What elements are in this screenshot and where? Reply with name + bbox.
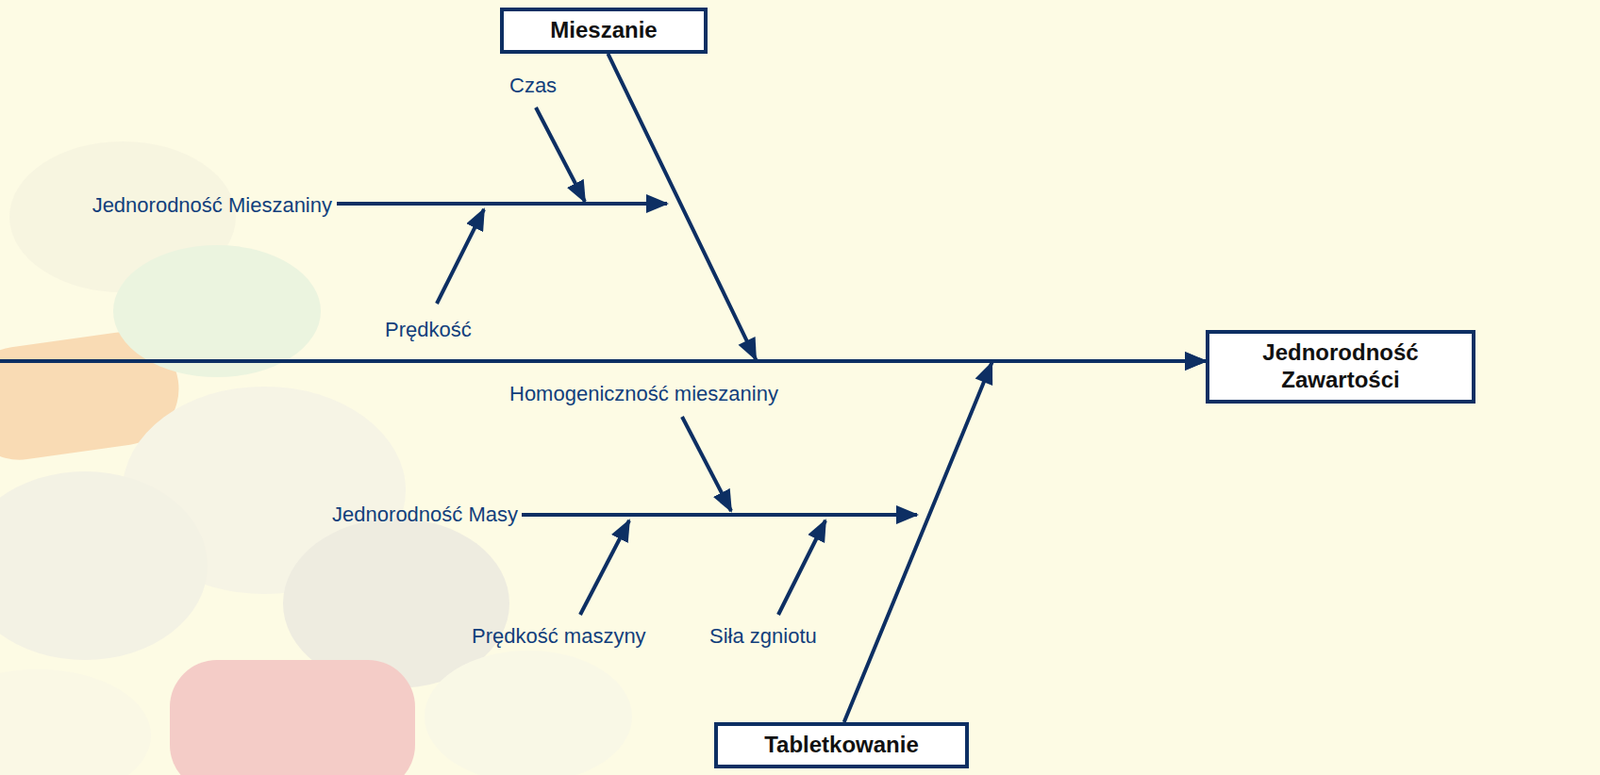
cause-arrow [580, 520, 630, 616]
tablet [424, 650, 633, 775]
join-arrowhead [975, 361, 994, 386]
cause-label: Homogeniczność mieszaniny [509, 382, 779, 407]
tablet [0, 669, 151, 775]
box-title: Jednorodność Zawartości [1220, 339, 1461, 395]
tablet [0, 471, 208, 661]
cause-label: Jednorodność Masy [332, 502, 518, 528]
cause-label: Prędkość maszyny [471, 624, 647, 650]
category-box: Mieszanie [500, 7, 708, 54]
rib-arrow [521, 513, 917, 517]
cause-label: Siła zgniotu [709, 624, 817, 650]
cause-label: Czas [509, 73, 557, 99]
cause-arrow [682, 416, 732, 512]
cause-label: Prędkość [384, 317, 472, 343]
cause-label: Jednorodność Mieszaniny [92, 193, 333, 218]
category-box: Tabletkowanie [714, 722, 969, 769]
branch-connector [844, 361, 1206, 723]
branch-line [607, 53, 1206, 362]
box-title: Tabletkowanie [764, 732, 919, 760]
join-arrowhead [738, 336, 757, 362]
branch-connector [607, 53, 1206, 362]
cause-arrow [778, 520, 826, 616]
rib-arrow [336, 201, 667, 206]
spine-line [0, 359, 757, 364]
pill-illustration [0, 141, 633, 775]
cause-arrow [436, 209, 484, 304]
cause-arrow [535, 107, 585, 202]
effect-box: Jednorodność Zawartości [1205, 330, 1476, 404]
box-title: Mieszanie [550, 16, 657, 45]
capsule [169, 660, 416, 775]
branch-line [844, 361, 1206, 723]
tablet [113, 245, 321, 378]
